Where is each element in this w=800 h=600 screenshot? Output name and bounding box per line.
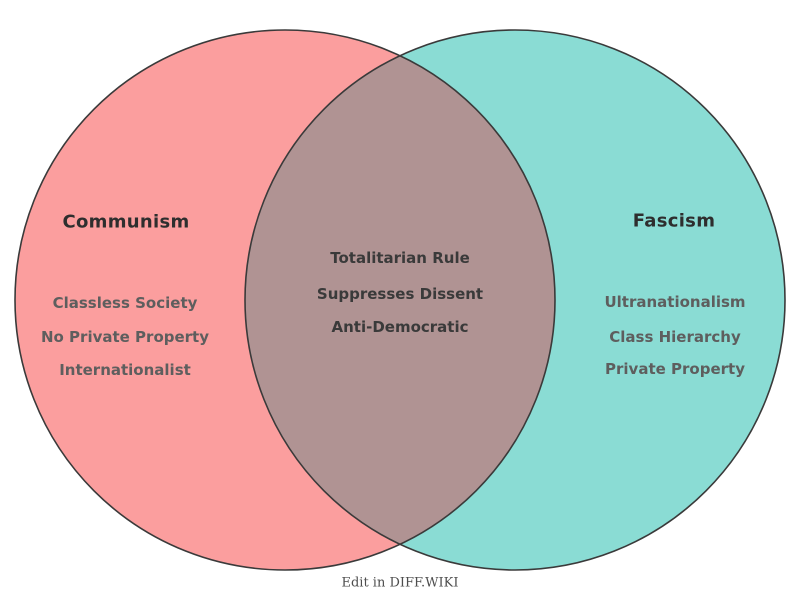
overlap-region	[245, 55, 555, 545]
communism-item: Classless Society	[52, 294, 198, 312]
communism-title: Communism	[62, 211, 190, 233]
overlap-item: Totalitarian Rule	[330, 249, 470, 267]
communism-item: Internationalist	[59, 361, 191, 379]
fascism-title: Fascism	[632, 210, 716, 232]
communism-circle-outline	[14, 29, 556, 571]
fascism-item: Class Hierarchy	[609, 328, 741, 346]
diffwiki-edit-link[interactable]: Edit in DIFF.WIKI	[341, 575, 459, 591]
overlap-item: Suppresses Dissent	[316, 285, 484, 303]
fascism-circle-outline	[244, 29, 786, 571]
communism-item: No Private Property	[40, 328, 210, 346]
fascism-item: Ultranationalism	[604, 293, 746, 311]
fascism-item: Private Property	[605, 360, 745, 378]
overlap-item: Anti-Democratic	[331, 318, 469, 336]
